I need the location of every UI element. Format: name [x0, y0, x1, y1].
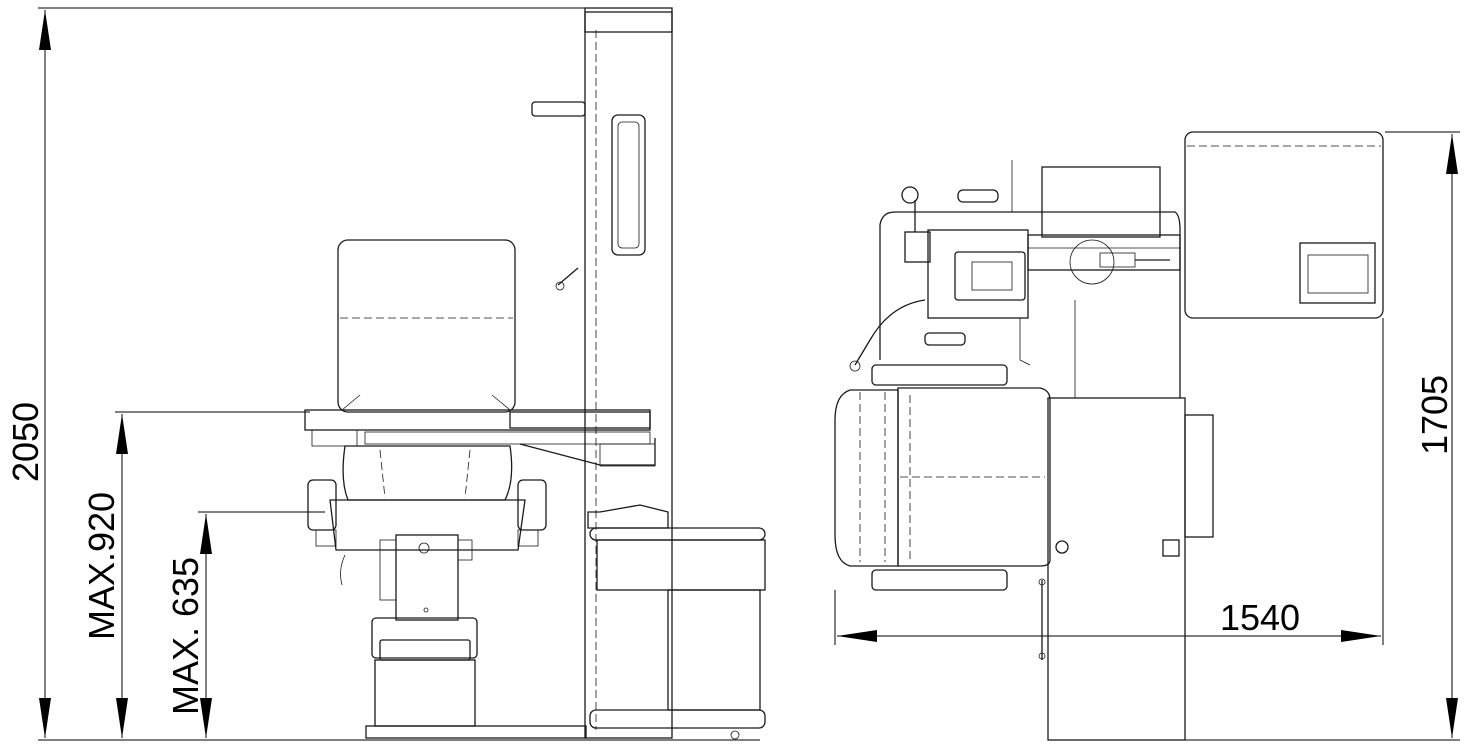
chair-backrest — [337, 239, 516, 413]
dimension-seat-height: MAX. 635 — [165, 514, 212, 738]
dimension-table-height: MAX.920 — [81, 414, 128, 738]
chair-plan — [834, 364, 1051, 591]
side-cabinet — [587, 504, 766, 740]
plan-view: 1705 1540 — [834, 131, 1460, 741]
base-cabinet — [1038, 397, 1214, 741]
dimension-label-max-920: MAX.920 — [81, 492, 122, 640]
top-cabinet — [1184, 131, 1384, 319]
instrument-column — [531, 7, 673, 739]
refractor-arm — [849, 160, 1181, 398]
dimension-label-max-635: MAX. 635 — [165, 557, 206, 715]
dimension-label-1705: 1705 — [1414, 375, 1455, 455]
display-screen — [1299, 242, 1376, 304]
dimension-width: 1540 — [837, 597, 1381, 642]
dimension-total-height: 2050 — [5, 10, 51, 738]
chair-base — [365, 534, 587, 739]
dimension-label-2050: 2050 — [5, 402, 46, 482]
side-elevation-view: 2050 MAX.920 MAX. 635 — [5, 7, 766, 741]
dimension-depth: 1705 — [1414, 134, 1458, 738]
instrument-table — [304, 409, 656, 467]
dimension-label-1540: 1540 — [1220, 597, 1300, 638]
chair-seat — [307, 445, 547, 586]
